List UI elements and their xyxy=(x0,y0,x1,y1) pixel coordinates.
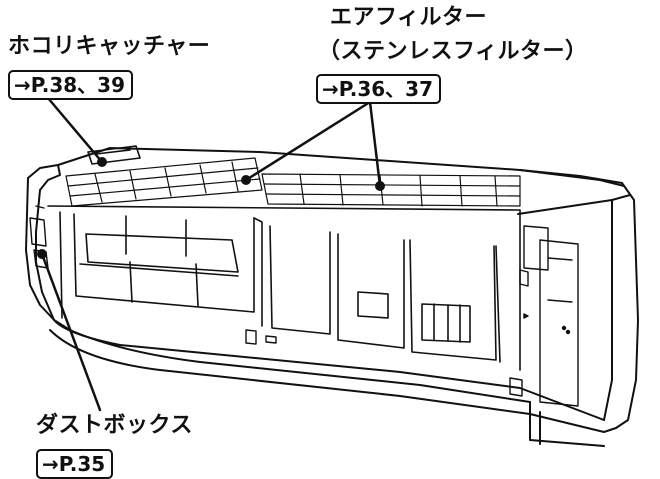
air-filter-leader-1 xyxy=(244,100,372,182)
air-filter-sublabel: （ステンレスフィルター） xyxy=(318,39,588,64)
dust-catcher-dot xyxy=(97,157,107,167)
dust-box-label: ダストボックス xyxy=(36,413,193,438)
air-filter-leader-2 xyxy=(368,100,382,188)
air-filter-page-ref: →P.36、37 xyxy=(316,74,442,104)
leader-lines xyxy=(40,96,382,412)
air-filter-grid-right xyxy=(261,173,521,207)
right-control-panel xyxy=(509,225,579,407)
air-filter-label: エアフィルター xyxy=(330,5,488,30)
dust-catcher xyxy=(87,145,141,165)
dust-box-page-ref: →P.35 xyxy=(36,449,114,479)
dust-catcher-leader xyxy=(46,96,104,164)
air-filter-dot-1 xyxy=(241,175,251,185)
dust-catcher-label: ホコリキャッチャー xyxy=(8,34,211,59)
dust-box-leader xyxy=(40,252,102,412)
leader-dots xyxy=(37,157,385,259)
unit-outer-body xyxy=(25,147,639,447)
air-filter-grid-left xyxy=(65,157,263,207)
front-small-icons xyxy=(245,329,277,345)
dust-catcher-page-ref: →P.38、39 xyxy=(8,70,134,100)
air-filter-dot-2 xyxy=(375,181,385,191)
dust-box-dot xyxy=(37,249,47,259)
front-frame xyxy=(47,205,521,371)
dust-box xyxy=(29,205,49,269)
